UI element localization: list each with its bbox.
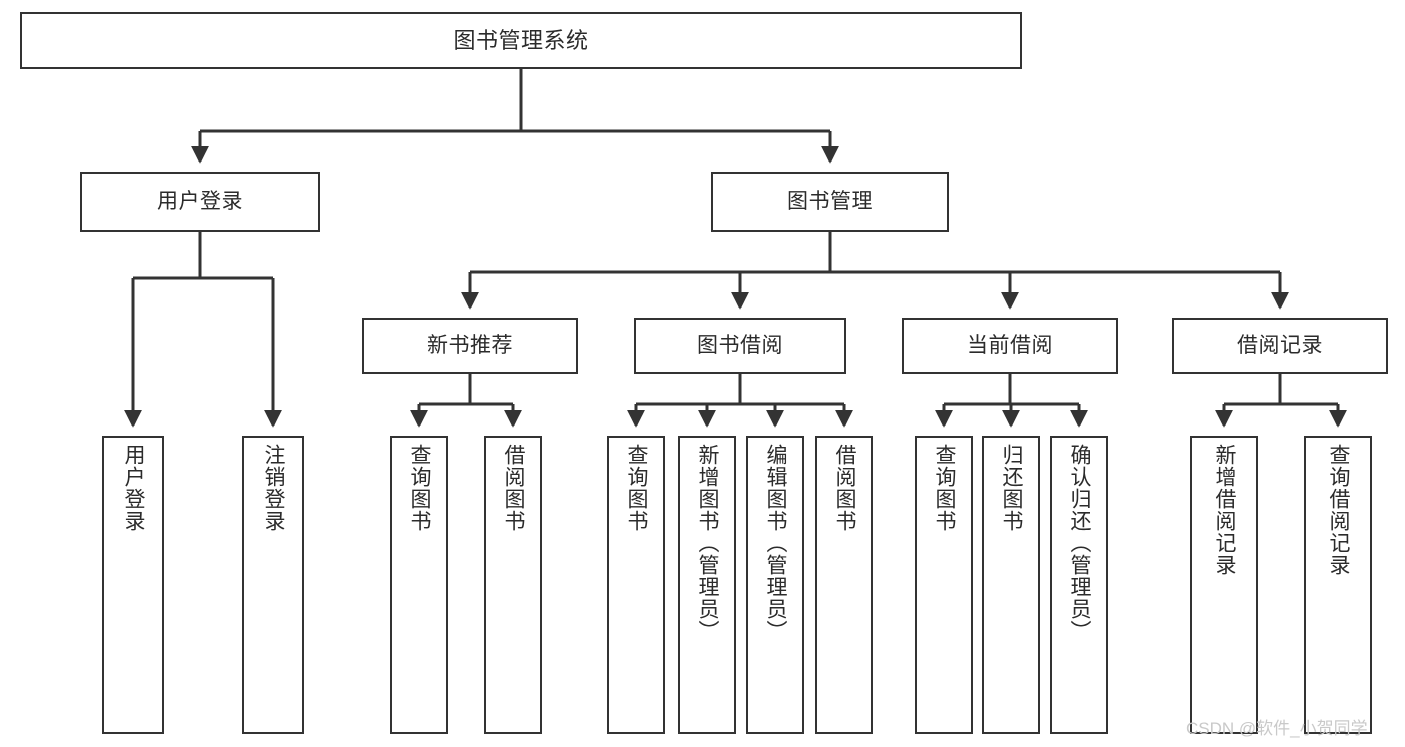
node-leaf-query-book-1[interactable]: 查询图书 bbox=[390, 436, 448, 734]
node-leaf-edit-book[interactable]: 编辑图书（管理员） bbox=[746, 436, 804, 734]
node-leaf-return-book-label: 归还图书 bbox=[1000, 444, 1024, 532]
node-book-manage-label: 图书管理 bbox=[787, 189, 873, 213]
node-leaf-borrow-book-2-label: 借阅图书 bbox=[833, 444, 857, 532]
node-leaf-add-record[interactable]: 新增借阅记录 bbox=[1190, 436, 1258, 734]
node-user-login[interactable]: 用户登录 bbox=[80, 172, 320, 232]
node-leaf-user-login-label: 用户登录 bbox=[122, 444, 146, 532]
node-leaf-query-record-label: 查询借阅记录 bbox=[1327, 444, 1351, 576]
node-leaf-query-book-3[interactable]: 查询图书 bbox=[915, 436, 973, 734]
node-leaf-add-record-label: 新增借阅记录 bbox=[1213, 444, 1237, 576]
node-leaf-borrow-book-2[interactable]: 借阅图书 bbox=[815, 436, 873, 734]
node-leaf-edit-book-label: 编辑图书（管理员） bbox=[764, 444, 788, 642]
node-leaf-query-book-3-label: 查询图书 bbox=[933, 444, 957, 532]
node-current-borrow[interactable]: 当前借阅 bbox=[902, 318, 1118, 374]
node-borrow-record-label: 借阅记录 bbox=[1237, 333, 1323, 357]
node-leaf-add-book[interactable]: 新增图书（管理员） bbox=[678, 436, 736, 734]
node-user-login-label: 用户登录 bbox=[157, 189, 243, 213]
node-root-label: 图书管理系统 bbox=[453, 27, 589, 53]
node-leaf-return-book[interactable]: 归还图书 bbox=[982, 436, 1040, 734]
node-book-manage[interactable]: 图书管理 bbox=[711, 172, 949, 232]
node-root[interactable]: 图书管理系统 bbox=[20, 12, 1022, 69]
node-leaf-add-book-label: 新增图书（管理员） bbox=[696, 444, 720, 642]
node-current-borrow-label: 当前借阅 bbox=[967, 333, 1053, 357]
node-borrow-record[interactable]: 借阅记录 bbox=[1172, 318, 1388, 374]
node-leaf-borrow-book-1[interactable]: 借阅图书 bbox=[484, 436, 542, 734]
node-leaf-borrow-book-1-label: 借阅图书 bbox=[502, 444, 526, 532]
node-new-book-recommend[interactable]: 新书推荐 bbox=[362, 318, 578, 374]
node-book-borrow-label: 图书借阅 bbox=[697, 333, 783, 357]
node-leaf-query-book-2-label: 查询图书 bbox=[625, 444, 649, 532]
node-leaf-confirm-return-label: 确认归还（管理员） bbox=[1068, 444, 1092, 642]
node-new-book-recommend-label: 新书推荐 bbox=[427, 333, 513, 357]
node-book-borrow[interactable]: 图书借阅 bbox=[634, 318, 846, 374]
node-leaf-logout-label: 注销登录 bbox=[262, 444, 286, 532]
node-leaf-query-book-2[interactable]: 查询图书 bbox=[607, 436, 665, 734]
node-leaf-query-book-1-label: 查询图书 bbox=[408, 444, 432, 532]
watermark: CSDN @软件_小贺同学 bbox=[1186, 719, 1368, 738]
node-leaf-logout[interactable]: 注销登录 bbox=[242, 436, 304, 734]
node-leaf-query-record[interactable]: 查询借阅记录 bbox=[1304, 436, 1372, 734]
node-leaf-user-login[interactable]: 用户登录 bbox=[102, 436, 164, 734]
node-leaf-confirm-return[interactable]: 确认归还（管理员） bbox=[1050, 436, 1108, 734]
